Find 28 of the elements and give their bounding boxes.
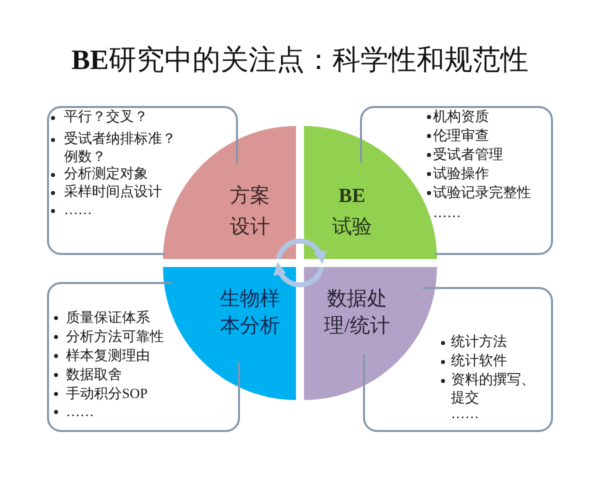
list-item: 平行？交叉？ — [64, 109, 148, 127]
list-item: 受试者纳排标准？例数？ — [64, 131, 177, 166]
segment-label: BE试验 — [331, 184, 373, 240]
list-item: 资料的撰写、提交 — [451, 372, 536, 408]
list-item: …… — [433, 204, 461, 222]
list-item: 试验操作 — [433, 166, 489, 184]
title: BE研究中的关注点：科学性和规范性 — [71, 44, 529, 78]
list-item: 试验记录完整性 — [433, 184, 531, 202]
list-item: 分析测定对象 — [64, 166, 148, 184]
list-item: 分析方法可靠性 — [66, 328, 164, 346]
list-item: 统计方法 — [451, 334, 507, 352]
list-item: 伦理审查 — [433, 127, 489, 146]
list-item: …… — [451, 406, 479, 424]
segment-label: 方案设计 — [229, 184, 271, 240]
list-item: …… — [64, 202, 92, 220]
list-item: 质量保证体系 — [66, 309, 150, 328]
list-item: 机构资质 — [433, 108, 489, 126]
list-item: …… — [66, 404, 94, 422]
curved-arrow — [276, 238, 326, 264]
list-item: 手动积分SOP — [66, 385, 148, 404]
list-item: 数据取舍 — [66, 366, 122, 384]
list-item: 统计软件 — [451, 353, 507, 371]
list-item: 样本复测理由 — [66, 348, 150, 366]
curved-arrow — [274, 262, 324, 288]
segment-label: 生物样本分析 — [219, 287, 281, 339]
list-item: 采样时间点设计 — [64, 184, 162, 202]
segment-label: 数据处理/统计 — [323, 287, 391, 339]
list-item: 受试者管理 — [433, 146, 503, 164]
